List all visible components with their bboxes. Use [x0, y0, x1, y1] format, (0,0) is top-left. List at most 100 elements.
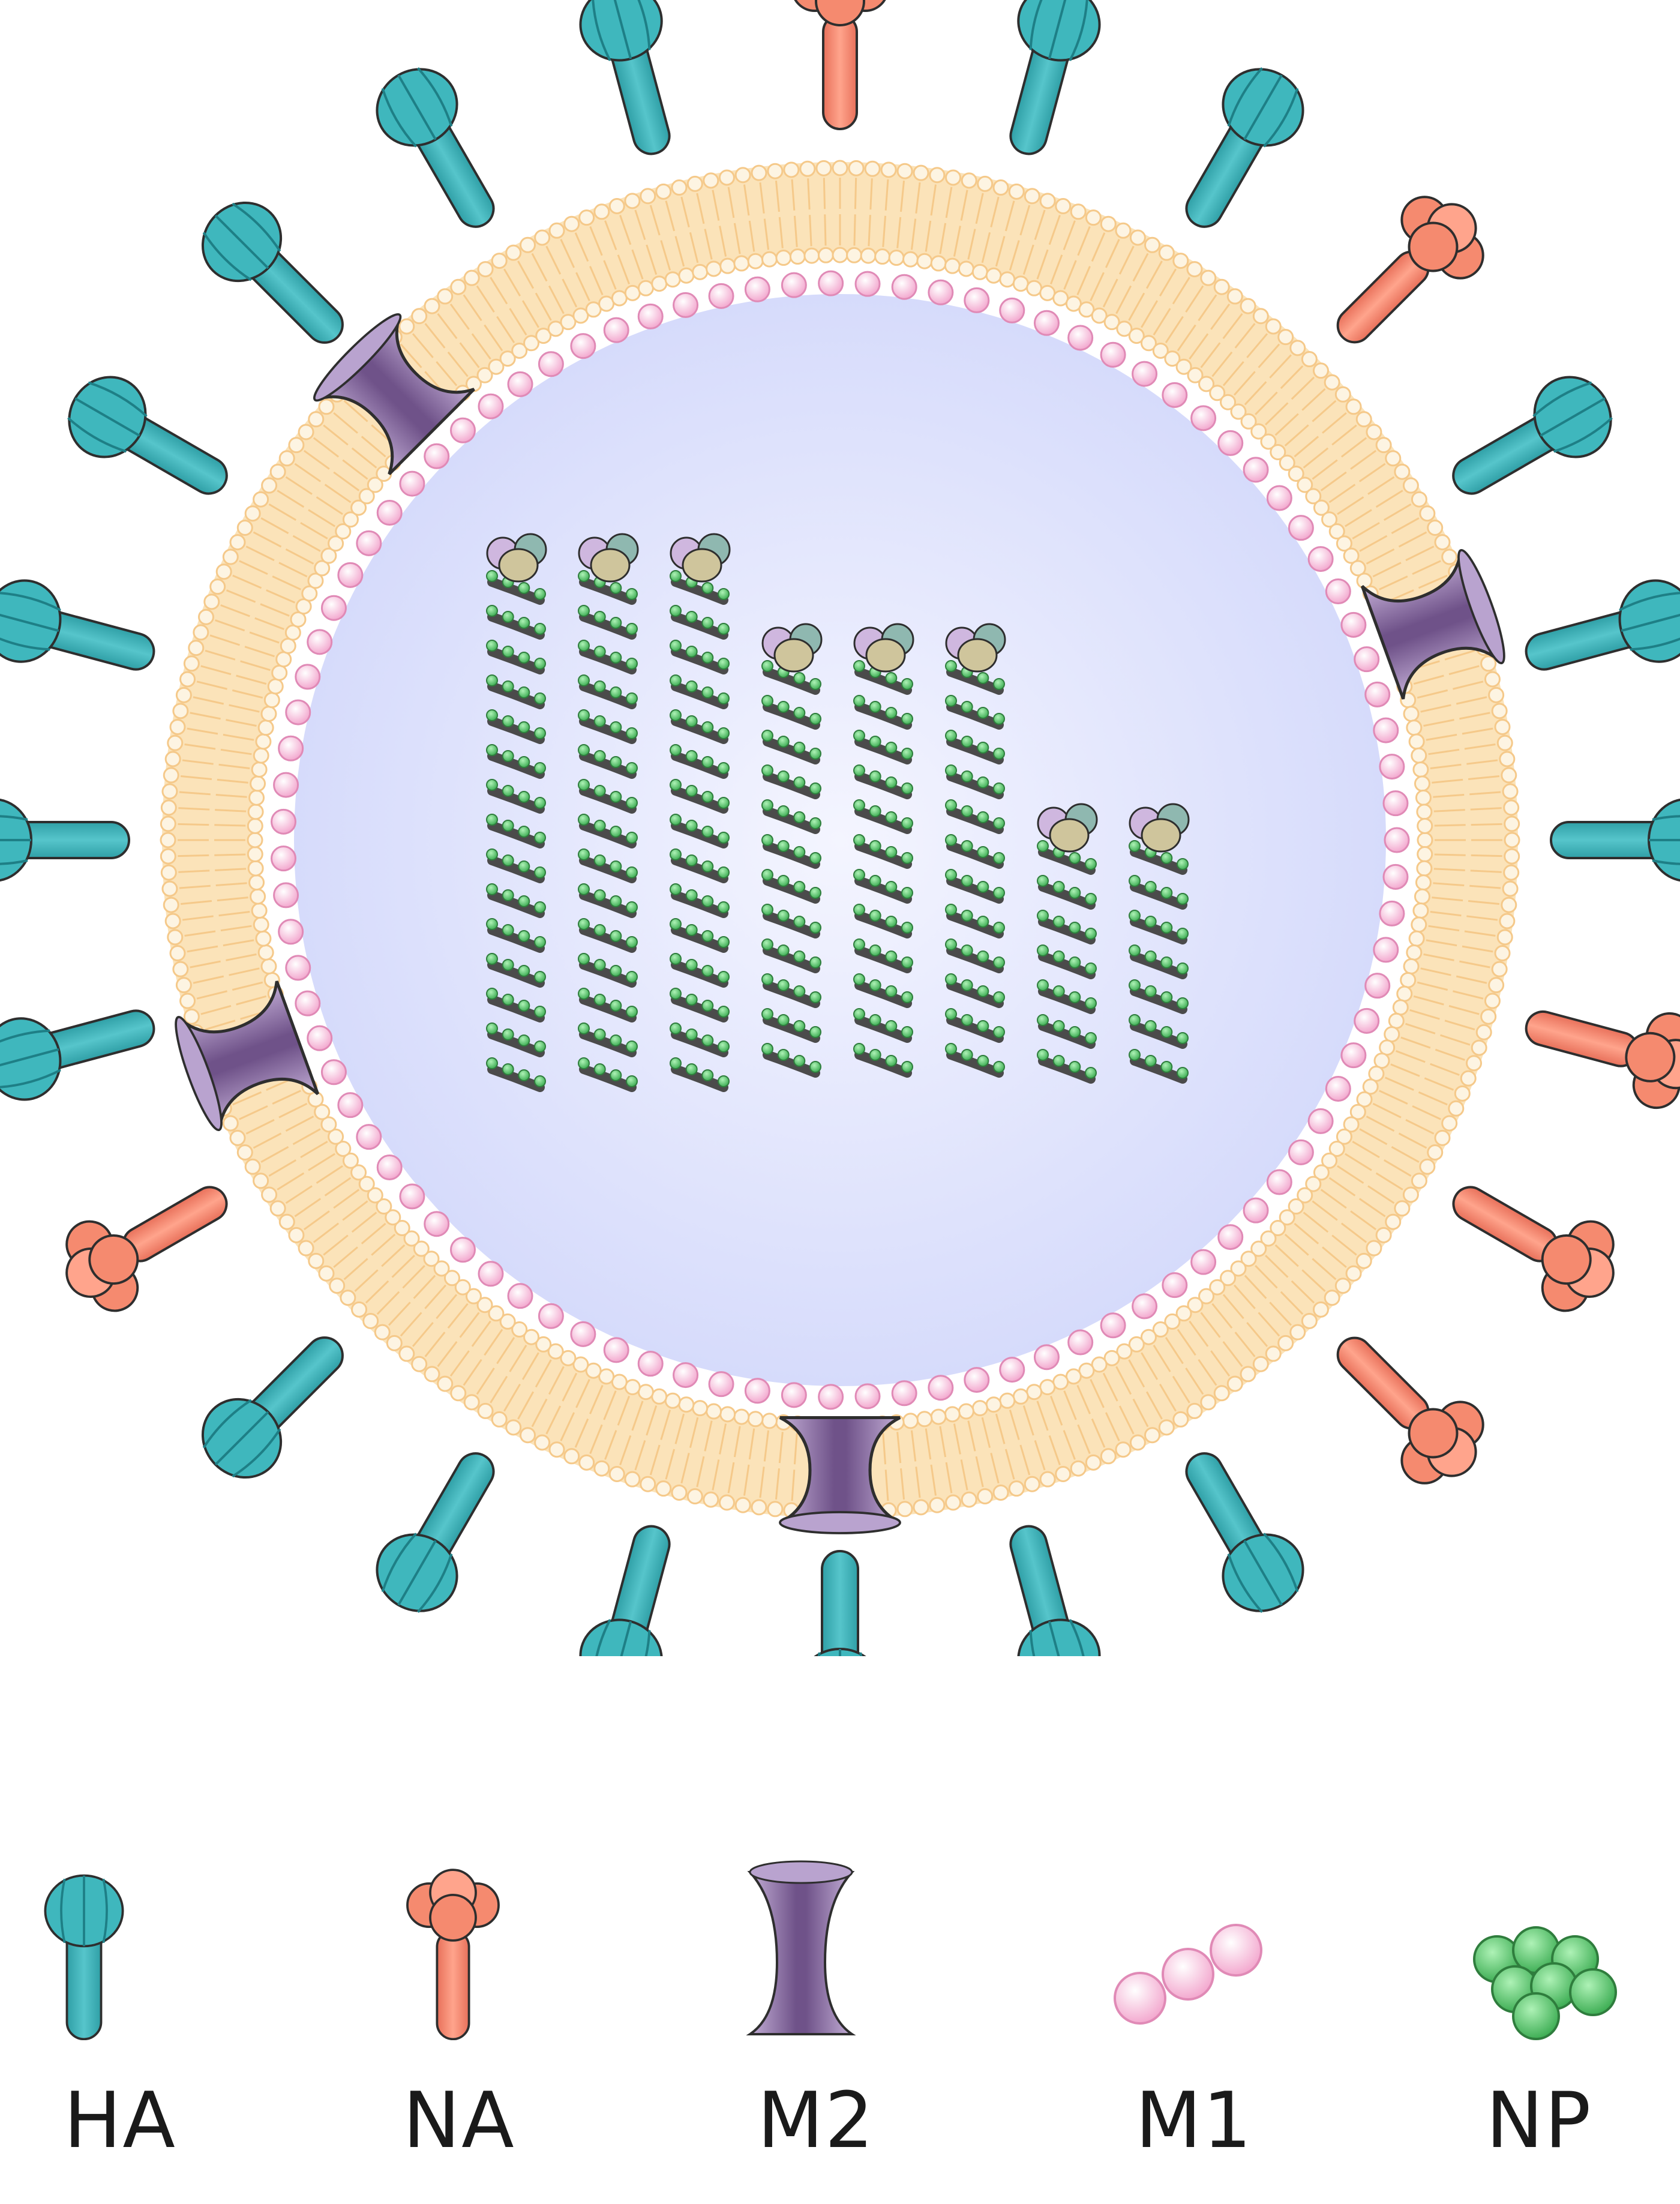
np-subunit	[685, 1028, 698, 1040]
lipid-tail	[660, 1410, 671, 1440]
lipid-head	[1503, 864, 1520, 881]
np-subunit	[993, 991, 1005, 1003]
np-subunit	[993, 922, 1005, 934]
lipid-head	[593, 203, 610, 220]
lipid-tail	[1211, 1303, 1233, 1329]
lipid-tail	[1375, 490, 1403, 508]
lipid-head	[491, 253, 508, 269]
polymerase-pa	[682, 548, 722, 583]
lipid-tail	[179, 884, 211, 889]
lipid-head	[655, 183, 672, 200]
lipid-tail	[1367, 476, 1395, 495]
np-subunit	[1144, 916, 1157, 928]
np-subunit	[809, 956, 821, 968]
np-subunit	[486, 779, 498, 791]
np-subunit	[853, 1043, 865, 1055]
m1-protein	[1033, 310, 1060, 336]
legend-label-np: NP	[1486, 2076, 1592, 2166]
lipid-head	[930, 255, 947, 272]
lipid-head	[284, 624, 301, 641]
lipid-head	[1277, 329, 1294, 346]
np-subunit	[670, 918, 682, 930]
lipid-head	[1085, 209, 1102, 226]
np-subunit	[793, 1055, 806, 1067]
lipid-head	[443, 1270, 460, 1287]
hemagglutinin-spike	[0, 1009, 155, 1101]
m1-protein	[603, 1337, 629, 1363]
np-subunit	[626, 692, 638, 704]
lipid-tail	[1405, 1119, 1435, 1135]
lipid-head	[301, 585, 318, 602]
lipid-head	[1434, 534, 1451, 551]
lipid-tail	[1009, 1410, 1020, 1440]
np-subunit	[610, 826, 622, 838]
lipid-head	[902, 251, 919, 268]
lipid-head	[255, 733, 272, 750]
lipid-head	[1417, 817, 1433, 834]
lipid-head	[250, 775, 266, 792]
np-subunit	[486, 640, 498, 652]
lipid-head	[164, 751, 181, 767]
lipid-tail	[1244, 381, 1267, 406]
np-subunit	[1177, 962, 1189, 974]
np-subunit	[626, 797, 638, 809]
np-subunit	[1129, 875, 1141, 887]
np-subunit	[777, 910, 790, 922]
neuraminidase-spike	[1452, 1186, 1615, 1312]
lipid-tail	[1234, 371, 1256, 396]
lipid-head	[1175, 358, 1192, 375]
lipid-head	[1434, 1129, 1451, 1146]
lipid-head	[1270, 443, 1286, 460]
lipid-head	[1252, 308, 1269, 325]
lipid-tail	[990, 196, 1000, 227]
lipid-tail	[232, 574, 262, 589]
lipid-tail	[1274, 1244, 1299, 1267]
lipid-tail	[1350, 1210, 1377, 1231]
np-subunit	[885, 707, 898, 719]
polymerase-pa	[1141, 818, 1181, 853]
lipid-tail	[220, 604, 250, 617]
m1-protein	[278, 919, 304, 945]
viral-rna-strand	[1130, 847, 1187, 1084]
lipid-head	[1504, 848, 1520, 865]
np-subunit	[670, 674, 682, 686]
lipid-tail	[680, 196, 690, 227]
lipid-tail	[1115, 1366, 1132, 1395]
lipid-tail	[412, 1322, 434, 1347]
rnp-segment	[486, 533, 547, 1092]
np-subunit	[1129, 910, 1141, 922]
lipid-tail	[603, 1390, 617, 1420]
lipid-head	[971, 1400, 988, 1417]
na-glyph	[406, 1869, 500, 2040]
lipid-tail	[1189, 1320, 1209, 1347]
np-subunit	[885, 985, 898, 997]
np-subunit	[486, 883, 498, 895]
influenza-virion-diagram	[0, 0, 1680, 1656]
lipid-head	[1400, 971, 1417, 988]
np-subunit	[901, 713, 913, 725]
lipid-tail	[712, 190, 720, 221]
viral-rna-strand	[854, 667, 912, 1078]
lipid-head	[985, 267, 1002, 284]
np-subunit	[853, 1008, 865, 1020]
lipid-head	[664, 1392, 681, 1409]
np-subunit	[610, 1034, 622, 1046]
np-subunit	[777, 979, 790, 991]
m1-protein	[570, 333, 596, 359]
m1-protein	[1373, 717, 1399, 743]
lipid-tail	[868, 215, 871, 247]
np-subunit	[809, 887, 821, 899]
np-subunit	[610, 791, 622, 803]
lipid-head	[734, 1497, 751, 1513]
lipid-tail	[272, 1090, 301, 1105]
lipid-tail	[424, 1332, 446, 1357]
lipid-tail	[575, 272, 590, 301]
lipid-tail	[807, 178, 811, 210]
lipid-tail	[1312, 459, 1338, 480]
lipid-tail	[1412, 1105, 1441, 1120]
lipid-tail	[324, 484, 352, 503]
np-subunit	[793, 672, 806, 684]
lipid-tail	[292, 1128, 321, 1146]
lipid-head	[437, 1375, 454, 1392]
m1-protein	[1354, 1007, 1380, 1034]
